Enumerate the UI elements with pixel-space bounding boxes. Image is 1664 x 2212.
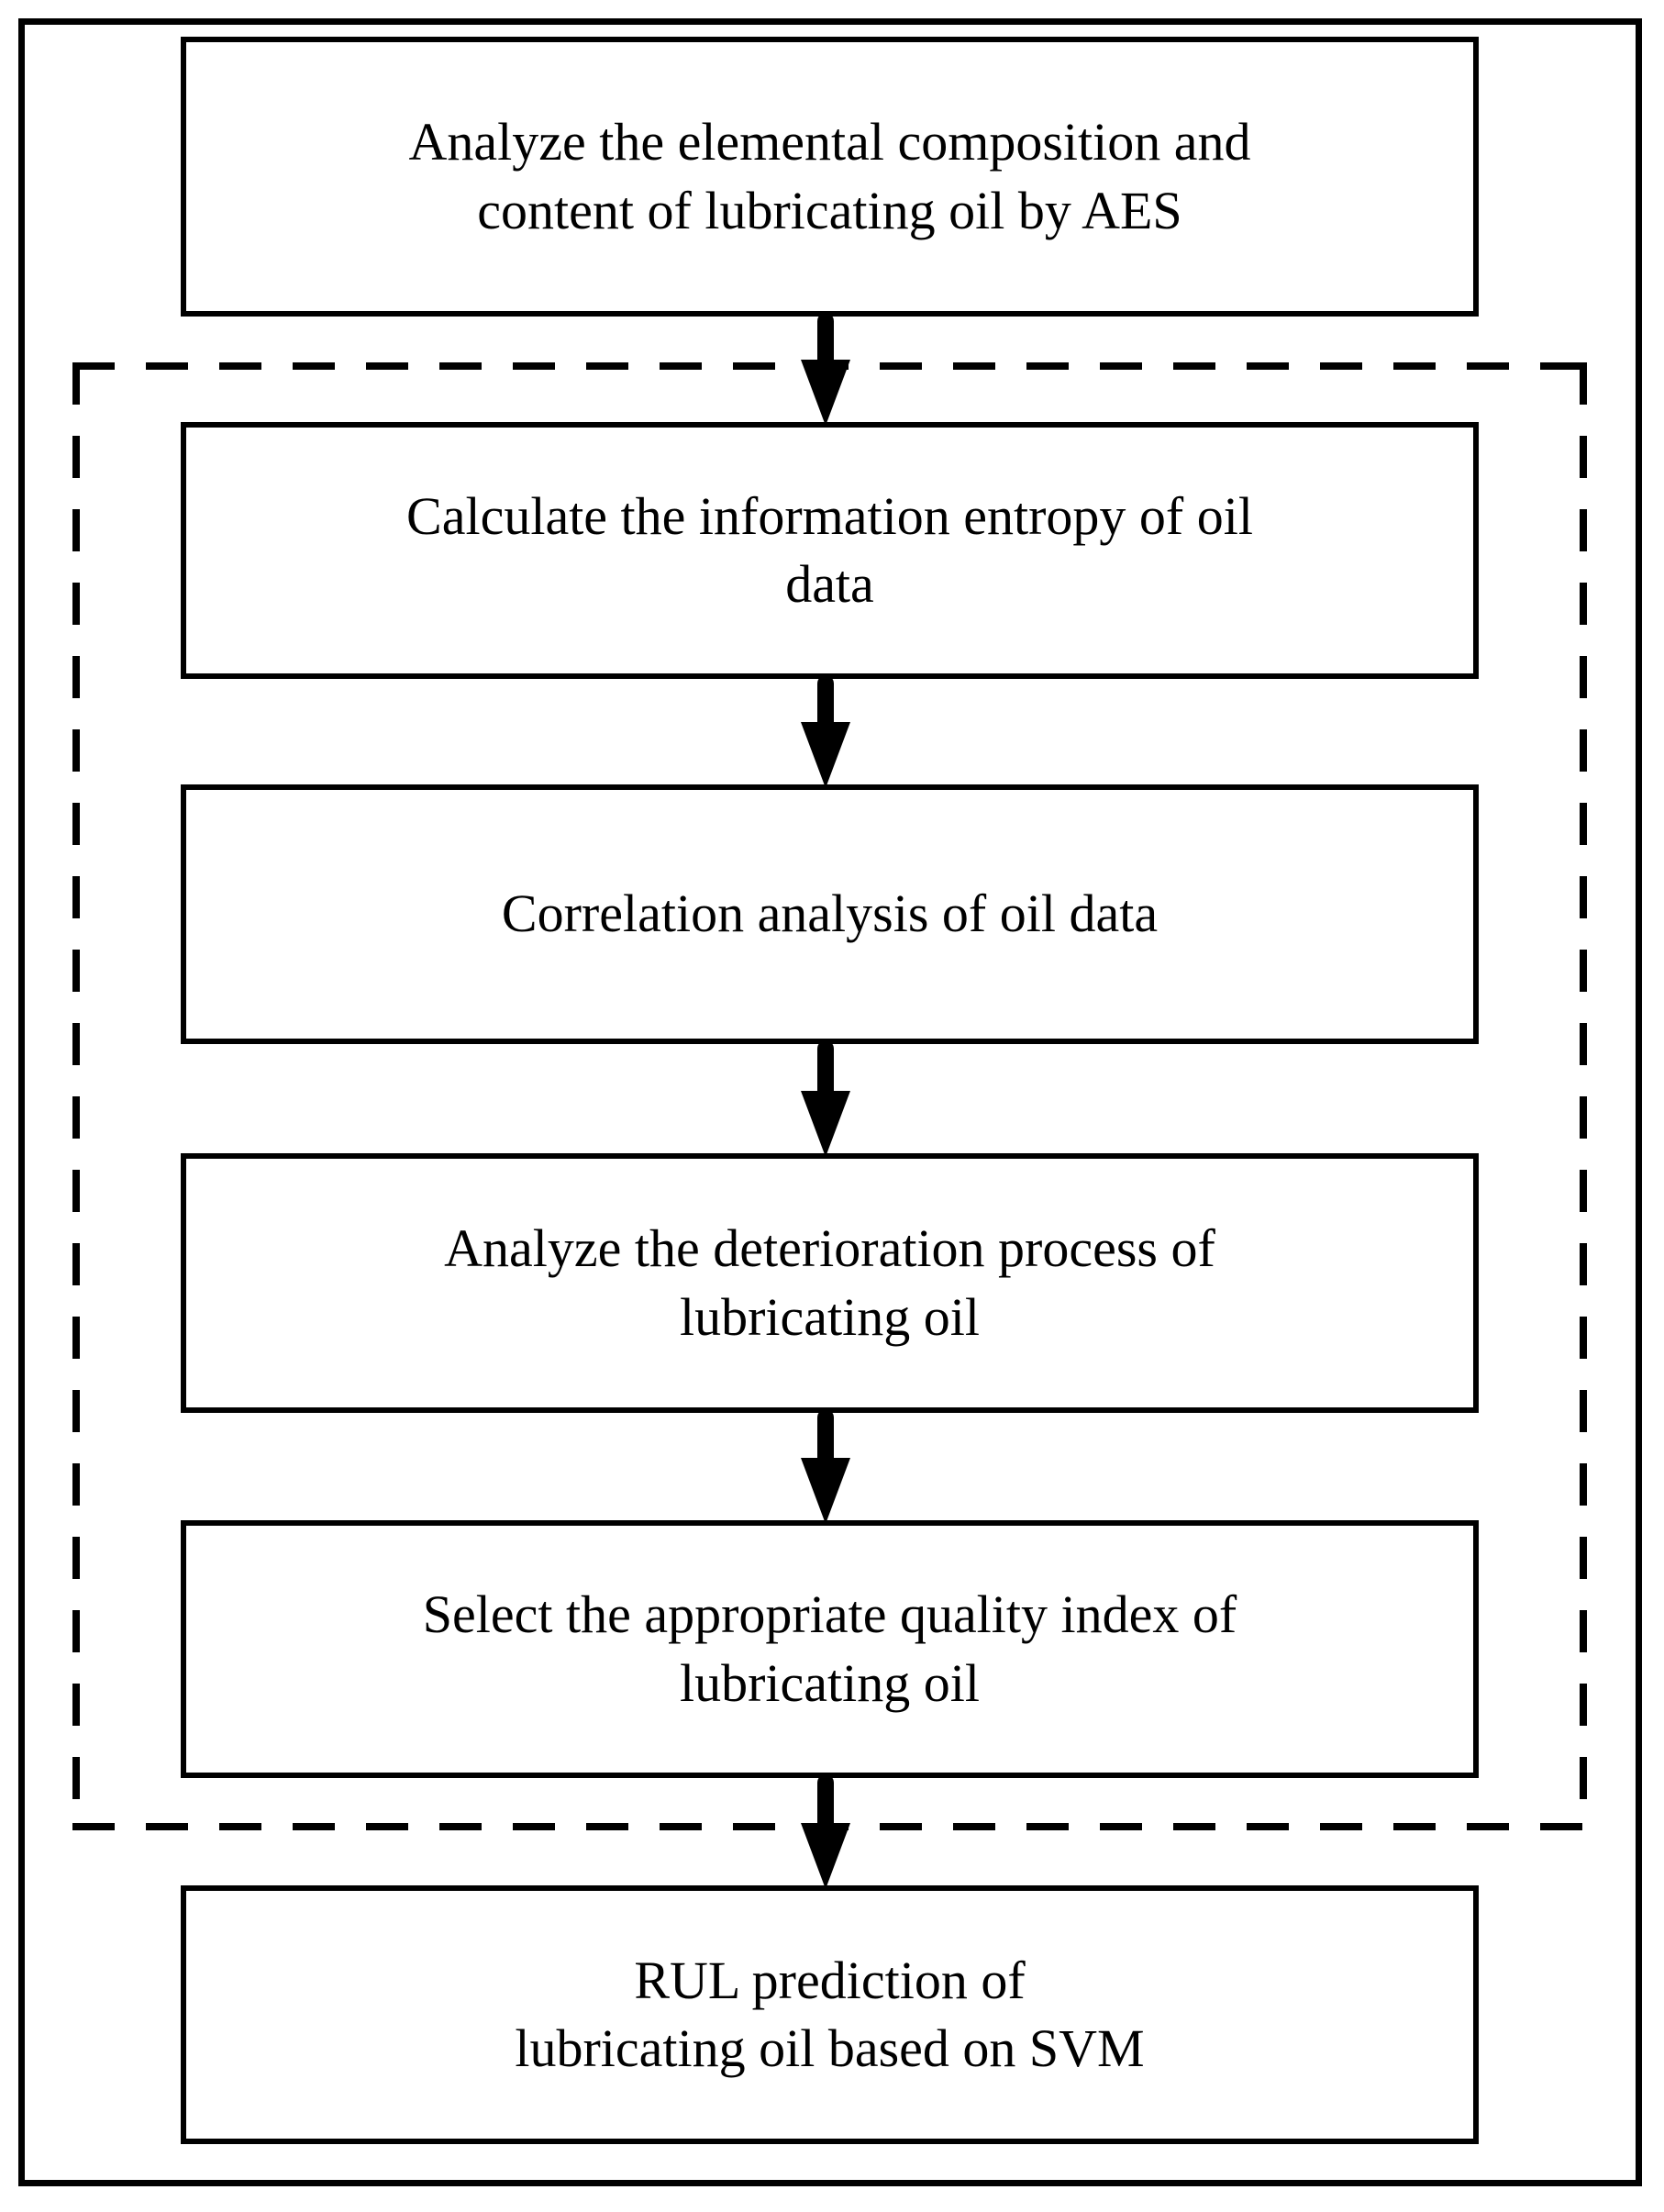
arrow-head-icon <box>801 1823 850 1889</box>
arrow-stem <box>817 1040 834 1091</box>
arrow-head-icon <box>801 360 850 426</box>
arrow-stem <box>817 1774 834 1823</box>
node-rul[interactable]: RUL prediction of lubricating oil based … <box>181 1885 1479 2144</box>
arrow-correlation-to-deterioration <box>801 1040 850 1157</box>
arrow-entropy-to-correlation <box>801 675 850 788</box>
node-correlation-label: Correlation analysis of oil data <box>501 884 1159 944</box>
outer-frame-border <box>18 18 1642 2186</box>
arrow-head-icon <box>801 722 850 788</box>
node-rul-label: RUL prediction of lubricating oil based … <box>515 1950 1145 2078</box>
arrow-quality-index-to-rul <box>801 1774 850 1889</box>
node-deterioration-label: Analyze the deterioration process of lub… <box>444 1218 1215 1347</box>
arrow-head-icon <box>801 1091 850 1157</box>
node-quality-index-label: Select the appropriate quality index of … <box>422 1584 1237 1713</box>
node-aes-label: Analyze the elemental composition and co… <box>408 112 1251 240</box>
arrow-aes-to-entropy <box>801 313 850 426</box>
node-quality-index[interactable]: Select the appropriate quality index of … <box>181 1520 1479 1778</box>
arrow-stem <box>817 1409 834 1458</box>
node-deterioration[interactable]: Analyze the deterioration process of lub… <box>181 1153 1479 1413</box>
arrow-deterioration-to-quality-index <box>801 1409 850 1524</box>
node-entropy-label: Calculate the information entropy of oil… <box>406 485 1253 614</box>
node-aes[interactable]: Analyze the elemental composition and co… <box>181 37 1479 317</box>
arrow-head-icon <box>801 1458 850 1524</box>
arrow-stem <box>817 675 834 722</box>
node-entropy[interactable]: Calculate the information entropy of oil… <box>181 422 1479 679</box>
node-correlation[interactable]: Correlation analysis of oil data <box>181 784 1479 1044</box>
arrow-stem <box>817 313 834 360</box>
